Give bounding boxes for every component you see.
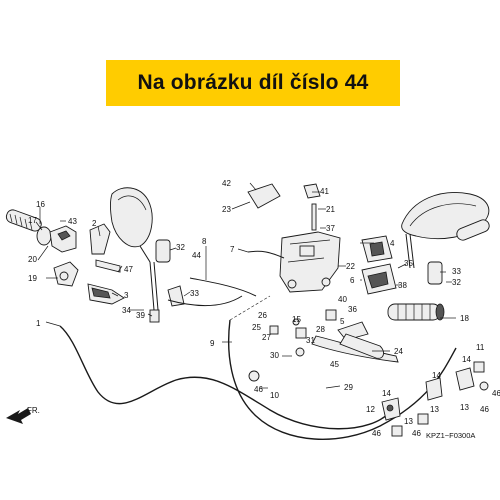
collar xyxy=(269,325,279,335)
callout-35: 35 xyxy=(404,259,413,268)
throttle-cable xyxy=(59,325,393,430)
switch-clamp xyxy=(295,327,307,339)
svg-text:FR.: FR. xyxy=(27,406,40,415)
diagram-code: KPZ1−F0300A xyxy=(426,431,475,440)
callout-4: 4 xyxy=(390,239,395,248)
leader-lines xyxy=(35,182,456,389)
callout-32-right: 32 xyxy=(452,278,461,287)
callout-9: 9 xyxy=(210,339,215,348)
callout-10: 10 xyxy=(270,391,279,400)
callout-33: 33 xyxy=(190,289,199,298)
mirror-boot xyxy=(155,239,171,263)
callout-46-right-2: 46 xyxy=(480,405,489,414)
callout-13-left: 13 xyxy=(404,417,413,426)
bracket-bolt-2 xyxy=(417,413,429,425)
callout-14-left: 14 xyxy=(382,389,391,398)
cable-bracket-left xyxy=(381,397,401,421)
master-cylinder-assembly xyxy=(247,183,341,293)
part-number-banner: Na obrázku díl číslo 44 xyxy=(106,60,400,106)
adjuster-right xyxy=(455,361,489,391)
callout-21: 21 xyxy=(326,205,335,214)
callout-13-right: 13 xyxy=(460,403,469,412)
callout-39: 39 xyxy=(136,311,145,320)
callout-20: 20 xyxy=(28,255,37,264)
right-grip xyxy=(427,219,490,285)
cable-guide xyxy=(229,295,271,321)
callout-32: 32 xyxy=(176,243,185,252)
callout-24: 24 xyxy=(394,347,403,356)
callout-2: 2 xyxy=(92,219,97,228)
callout-40: 40 xyxy=(338,295,347,304)
right-throttle-grip xyxy=(387,303,445,321)
left-throttle-grip xyxy=(5,209,52,246)
callout-8: 8 xyxy=(202,237,207,246)
callout-47: 47 xyxy=(124,265,133,274)
callout-1: 1 xyxy=(36,319,41,328)
switch-lead xyxy=(247,250,285,259)
callout-46-bottom-2: 46 xyxy=(412,429,421,438)
callout-33-right: 33 xyxy=(452,267,461,276)
lever-pivot xyxy=(295,347,305,357)
cable-bracket-center xyxy=(425,377,443,401)
callout-22: 22 xyxy=(346,262,355,271)
left-mirror xyxy=(110,187,160,323)
choke-cable xyxy=(167,295,243,306)
callout-46: 46 xyxy=(254,385,263,394)
callout-7: 7 xyxy=(230,245,235,254)
callout-12: 12 xyxy=(366,405,375,414)
callout-27: 27 xyxy=(262,333,271,342)
callout-23: 23 xyxy=(222,205,231,214)
callout-14-mid: 14 xyxy=(432,371,441,380)
callout-28: 28 xyxy=(316,325,325,334)
callout-15: 15 xyxy=(292,315,301,324)
pivot-bolt xyxy=(292,318,300,326)
callout-14-right: 14 xyxy=(462,355,471,364)
callout-43: 43 xyxy=(68,217,77,226)
callout-19: 19 xyxy=(28,274,37,283)
callout-13-mid: 13 xyxy=(430,405,439,414)
callout-38: 38 xyxy=(398,281,407,290)
brake-lever-left xyxy=(339,333,384,359)
mirror-clamp xyxy=(248,370,260,382)
callout-46-bottom: 46 xyxy=(372,429,381,438)
callout-30: 30 xyxy=(270,351,279,360)
callout-44: 44 xyxy=(192,251,201,260)
front-direction-arrow: FR. xyxy=(6,406,40,424)
callout-41: 41 xyxy=(320,187,329,196)
switch-cable xyxy=(189,277,257,297)
callout-36: 36 xyxy=(348,305,357,314)
callout-16: 16 xyxy=(36,200,45,209)
callout-46-right: 46 xyxy=(492,389,500,398)
lever-bolt xyxy=(325,309,337,321)
callout-42: 42 xyxy=(222,179,231,188)
callout-17: 17 xyxy=(28,216,37,225)
callout-25: 25 xyxy=(252,323,261,332)
callout-37: 37 xyxy=(326,224,335,233)
callout-5: 5 xyxy=(340,317,345,326)
bracket-bolt xyxy=(391,425,403,437)
callout-18: 18 xyxy=(460,314,469,323)
callout-labels: 16 17 20 19 43 2 47 3 34 39 32 33 1 8 44… xyxy=(28,179,500,440)
callout-31: 31 xyxy=(306,336,315,345)
throttle-housing xyxy=(49,223,125,305)
callout-11: 11 xyxy=(476,343,485,352)
callout-45: 45 xyxy=(330,360,339,369)
callout-6: 6 xyxy=(350,276,355,285)
banner-text: Na obrázku díl číslo 44 xyxy=(137,71,369,94)
callout-3: 3 xyxy=(124,291,129,300)
callout-29: 29 xyxy=(344,383,353,392)
callout-34: 34 xyxy=(122,306,131,315)
callout-26: 26 xyxy=(258,311,267,320)
right-switch-unit xyxy=(361,235,397,295)
